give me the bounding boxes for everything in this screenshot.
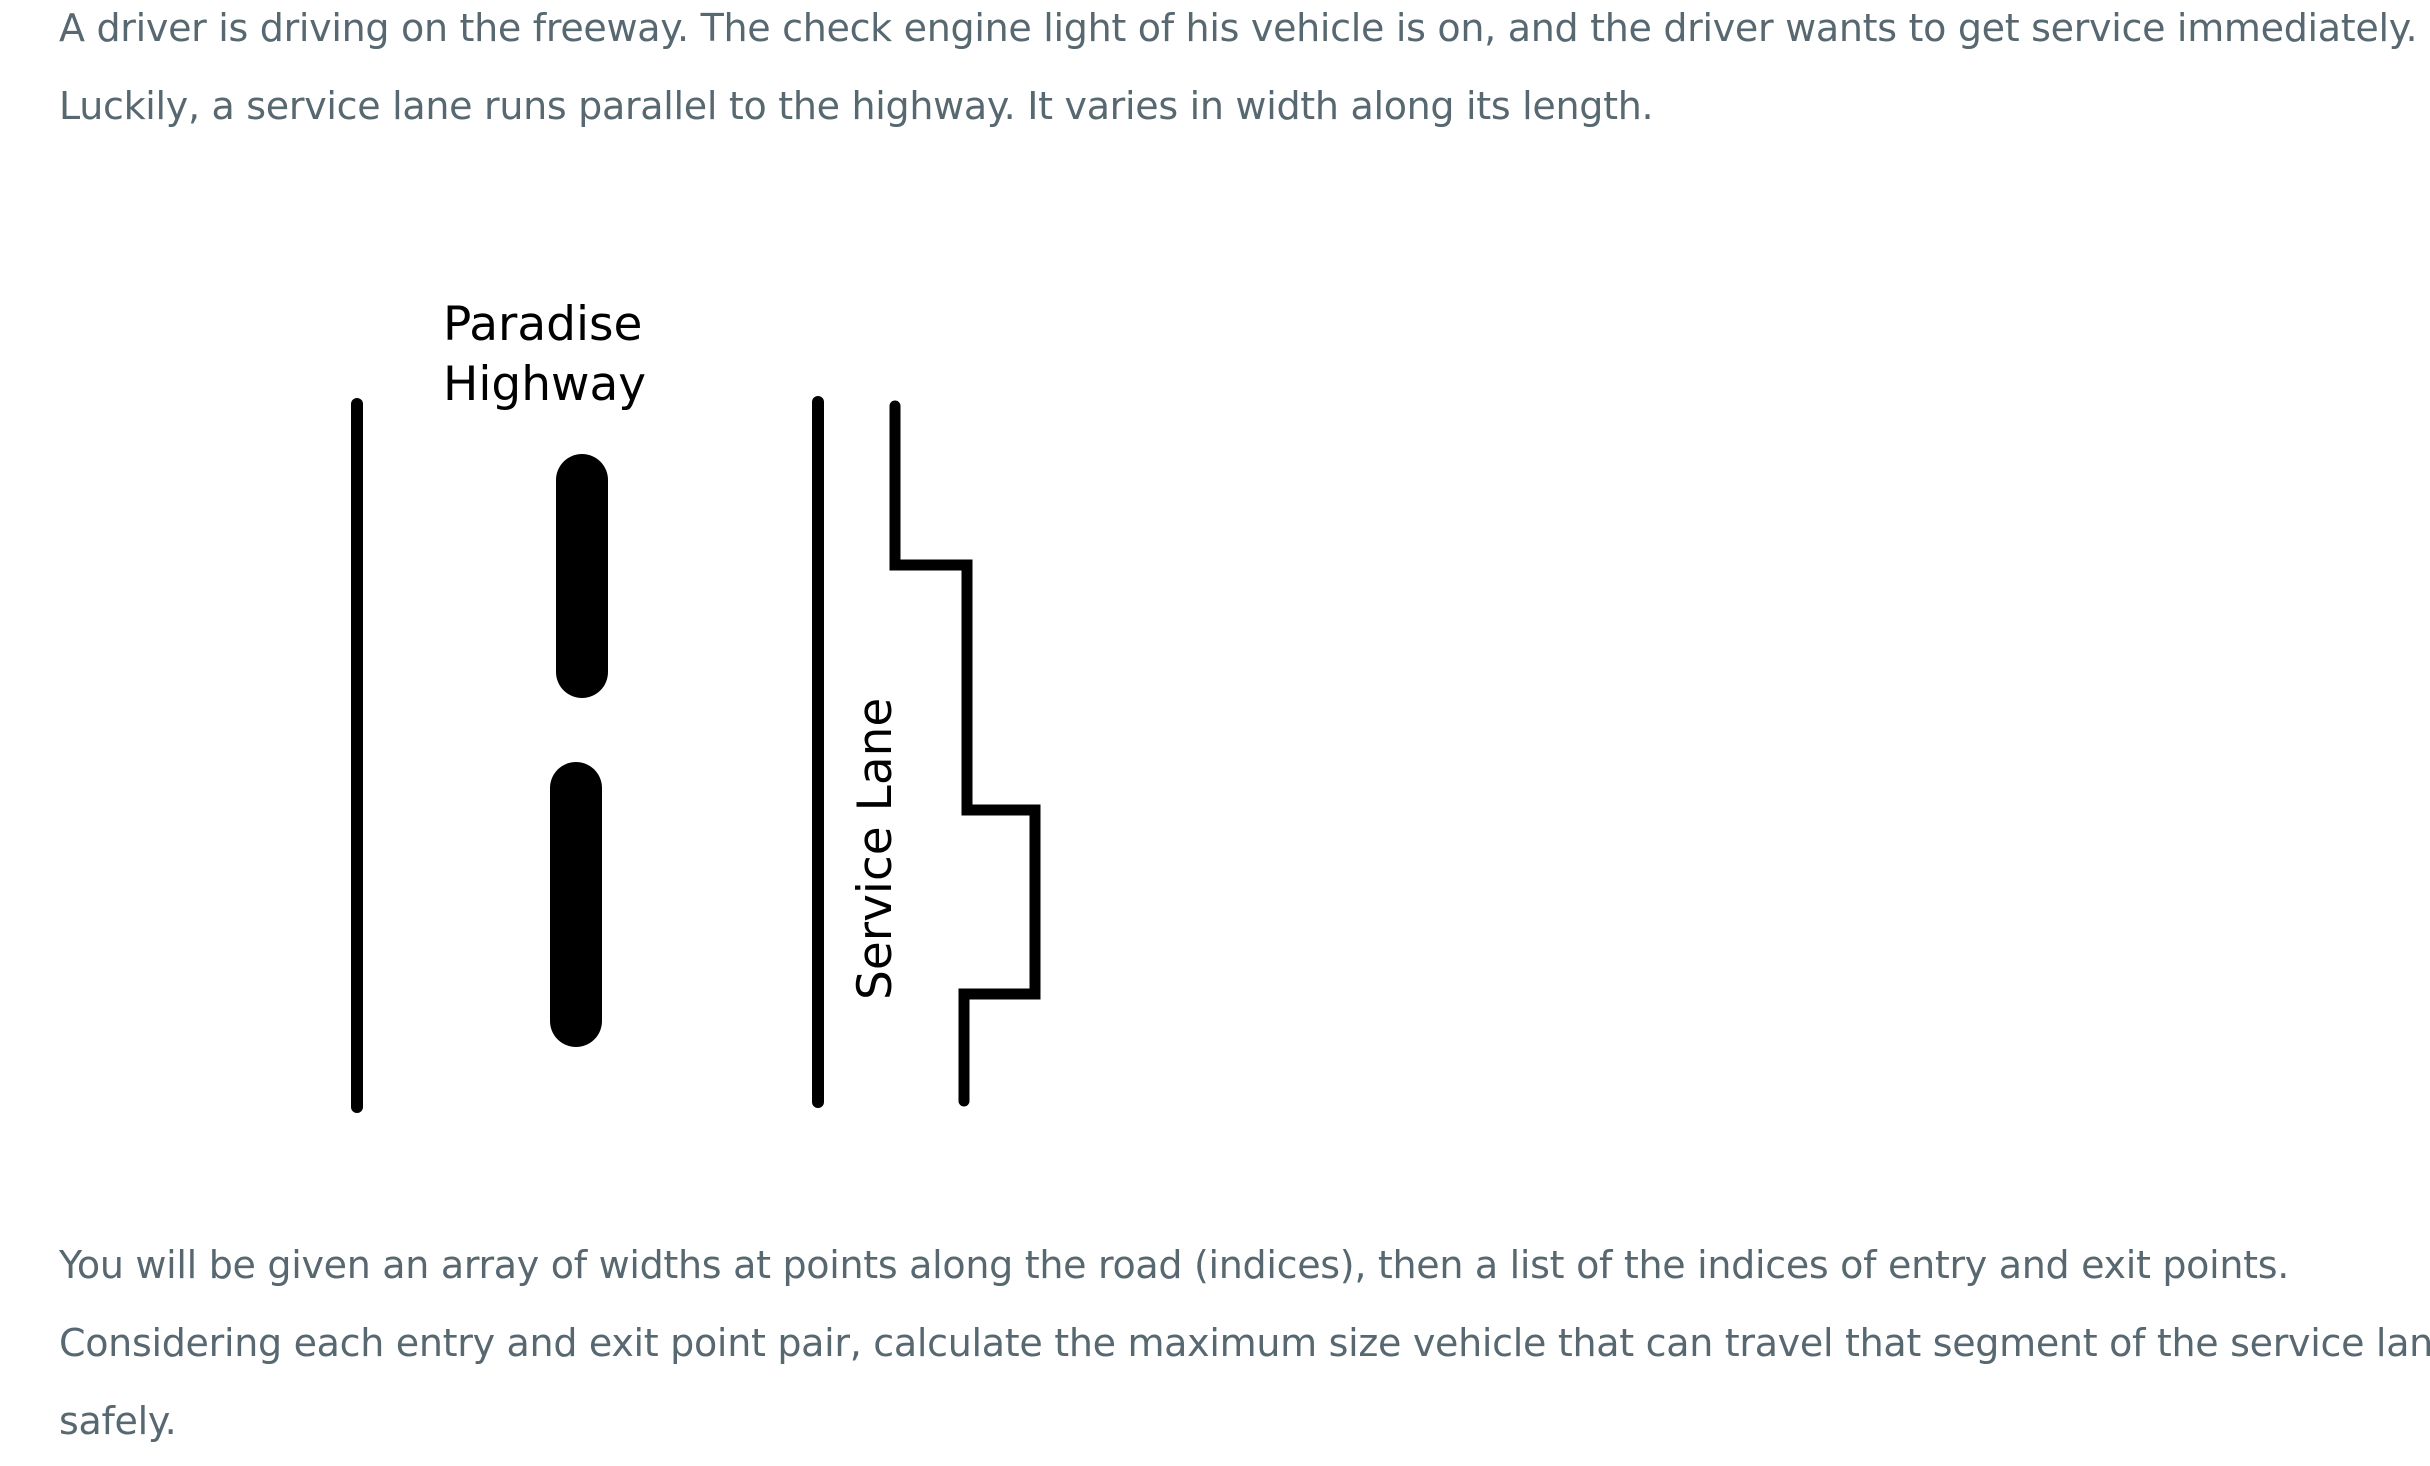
service-lane-outer-edge <box>889 400 1041 1107</box>
task-line-2: Considering each entry and exit point pa… <box>59 1321 2430 1365</box>
intro-line-1: A driver is driving on the freeway. The … <box>59 6 2418 50</box>
task-line-3: safely. <box>59 1399 177 1443</box>
highway-label-line-1: Paradise <box>443 297 642 352</box>
highway-label-line-2: Highway <box>443 357 646 412</box>
intro-paragraph: A driver is driving on the freeway. The … <box>59 0 2418 145</box>
task-line-1: You will be given an array of widths at … <box>59 1243 2290 1287</box>
task-paragraph: You will be given an array of widths at … <box>59 1226 2430 1460</box>
intro-line-2: Luckily, a service lane runs parallel to… <box>59 84 1654 128</box>
service-lane-label: Service Lane <box>848 698 903 1000</box>
